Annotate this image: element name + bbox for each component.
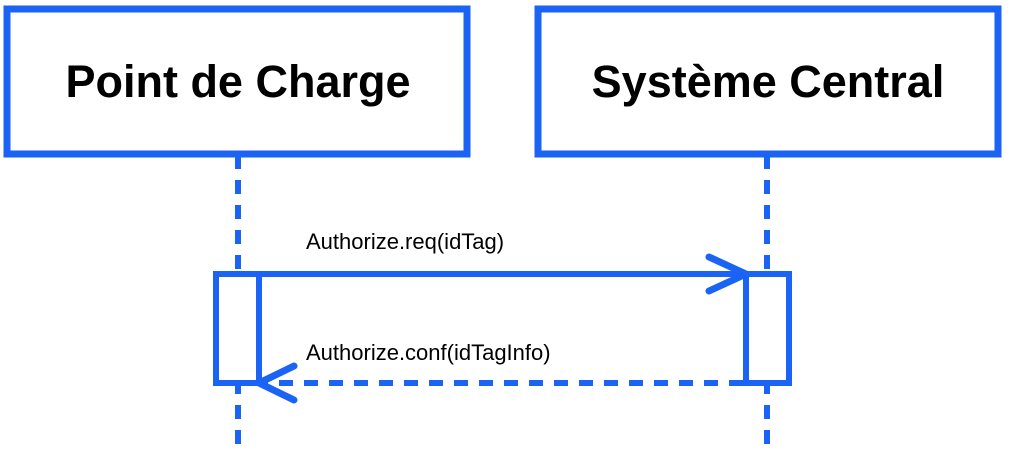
message-label-authorize-conf: Authorize.conf(idTagInfo) [306, 340, 551, 365]
arrow-head-left-icon [255, 362, 298, 404]
participant-systeme-central: Système Central [534, 5, 1002, 158]
arrow-head-right-icon [705, 253, 750, 295]
participant-box-systeme-central [534, 5, 1002, 158]
message-label-authorize-req: Authorize.req(idTag) [306, 229, 504, 254]
participant-point-de-charge: Point de Charge [3, 5, 471, 158]
activation-bar-point-de-charge [213, 271, 262, 386]
message-authorize-req: Authorize.req(idTag) [259, 229, 750, 295]
participant-label-point-de-charge: Point de Charge [65, 56, 410, 107]
participant-label-systeme-central: Système Central [592, 56, 945, 107]
activation-bar-systeme-central [743, 271, 792, 386]
participant-box-point-de-charge [3, 5, 471, 158]
message-authorize-conf: Authorize.conf(idTagInfo) [255, 340, 743, 404]
